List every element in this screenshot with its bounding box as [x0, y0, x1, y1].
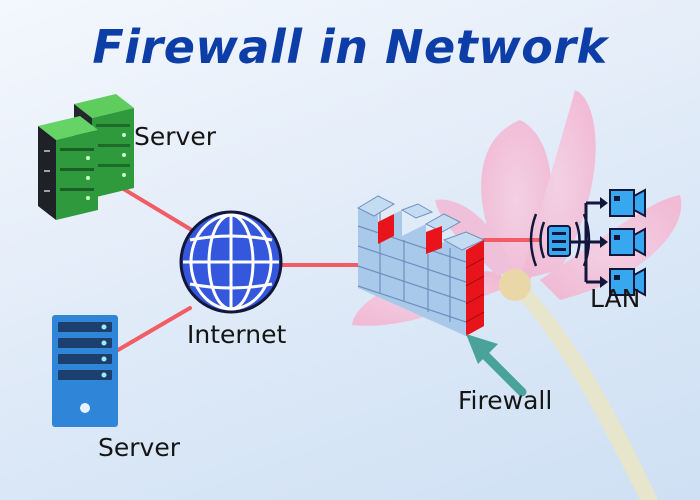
- connector-lines: [110, 180, 540, 352]
- server-top-label: Server: [134, 122, 216, 151]
- brick-wall-icon: [356, 195, 486, 336]
- diagram-title: Firewall in Network: [92, 20, 608, 74]
- network-switch-icon: [529, 197, 608, 288]
- lan-device-icon: [609, 227, 646, 257]
- server-stack-front: [38, 116, 98, 220]
- lan-device-icon: [609, 267, 646, 297]
- server-rack-icon: [38, 94, 134, 220]
- server-bottom-label: Server: [98, 433, 180, 462]
- firewall-label: Firewall: [458, 386, 553, 415]
- link-server-top-internet: [110, 180, 197, 234]
- link-server-bottom-internet: [116, 306, 192, 352]
- lan-device-icon: [609, 188, 646, 218]
- lan-label: LAN: [590, 284, 641, 313]
- internet-label: Internet: [187, 320, 287, 349]
- server-tower-icon: [52, 315, 118, 427]
- pointer-arrow-icon: [466, 334, 527, 397]
- globe-icon: [179, 210, 283, 314]
